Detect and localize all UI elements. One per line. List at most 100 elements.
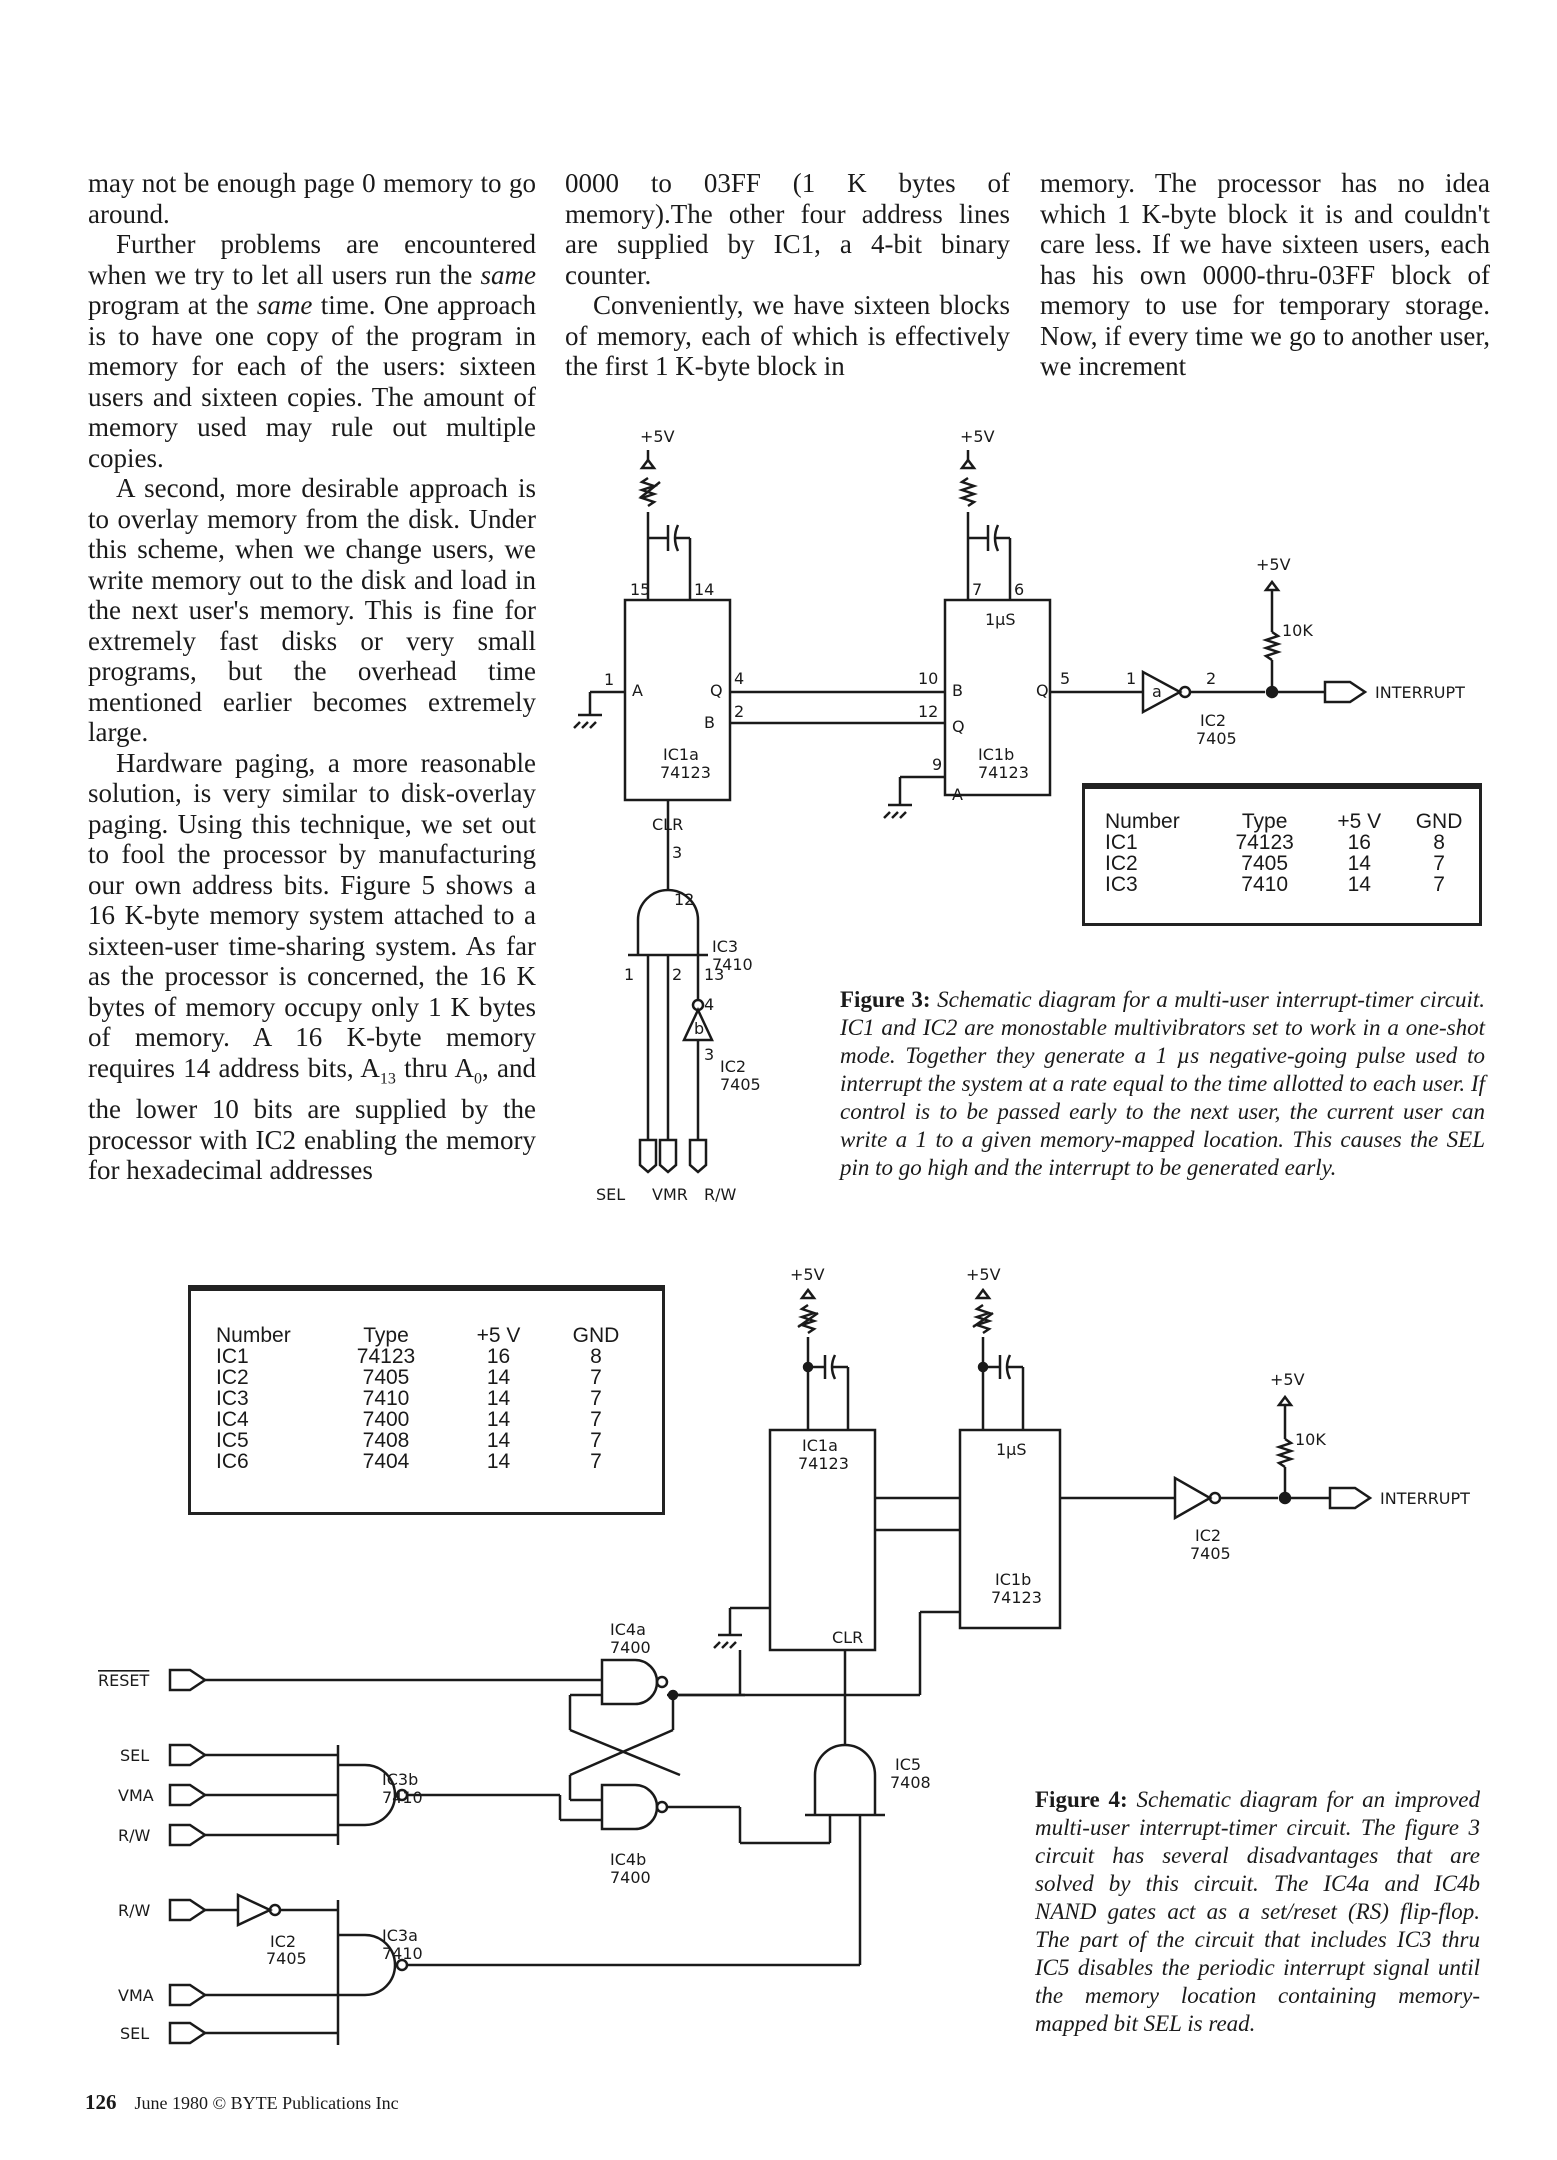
fig4-cell: 14 <box>486 1429 511 1452</box>
fig4-interrupt: INTERRUPT <box>1380 1489 1470 1508</box>
fig4-ic1b-type: 74123 <box>991 1588 1042 1607</box>
fig3-ic1a-b: B <box>704 713 715 732</box>
fig3-gate-in-1: 1 <box>1126 669 1136 688</box>
fig3-pin-15: 15 <box>630 580 650 599</box>
fig4-ic3a-label: IC3a <box>382 1926 418 1945</box>
fig3-ic1b-qbar: Q <box>952 717 965 736</box>
fig3-pin-7: 7 <box>972 580 982 599</box>
fig3-ic1a-q: Q <box>710 681 723 700</box>
fig4-cell: 14 <box>486 1450 511 1473</box>
fig4-ic4b-label: IC4b <box>610 1850 646 1869</box>
fig4-th-5v: +5 V <box>476 1324 521 1347</box>
fig3-vcc-2: +5V <box>960 427 995 446</box>
fig3-ic1a-label: IC1a <box>663 745 699 764</box>
fig4-cell: 14 <box>486 1387 511 1410</box>
fig4-reset: RESET <box>98 1671 149 1690</box>
fig4-th-number: Number <box>216 1324 291 1347</box>
fig4-cell: IC1 <box>216 1345 249 1368</box>
fig4-sel-2: SEL <box>120 2024 149 2043</box>
figure-4-schematic: +5V +5V +5V 10K INTERRUPT 1µS IC1a 74123… <box>98 1265 1470 2045</box>
fig3-vcc-1: +5V <box>640 427 675 446</box>
fig4-cell: IC2 <box>216 1366 249 1389</box>
fig4-ic2-label-a: IC2 <box>1195 1526 1221 1545</box>
fig4-cell: 14 <box>486 1408 511 1431</box>
fig3-ic3-label: IC3 <box>712 937 738 956</box>
fig3-pin-5: 5 <box>1060 669 1070 688</box>
fig3-ic2-type-b: 7405 <box>1196 729 1237 748</box>
fig3-ic3-type: 7410 <box>712 955 753 974</box>
fig4-cell: 7410 <box>362 1387 410 1410</box>
fig3-ic1b-q: Q <box>1036 681 1049 700</box>
fig4-clr: CLR <box>832 1628 863 1647</box>
fig3-caption-label: Figure 3: <box>840 987 931 1012</box>
fig3-cell: 74123 <box>1235 831 1294 854</box>
fig3-cell: 16 <box>1347 831 1371 854</box>
fig3-gate-a: a <box>1152 682 1162 701</box>
fig3-th-5v: +5 V <box>1337 810 1382 833</box>
fig3-pin-3: 3 <box>672 843 682 862</box>
fig4-cell: 16 <box>486 1345 511 1368</box>
column-1: may not be enough page 0 memory to go ar… <box>88 168 536 1186</box>
figure-3-schematic: +5V +5V +5V 15 14 1 A Q 4 B 2 IC1a 74123… <box>573 427 1465 1204</box>
fig3-interrupt: INTERRUPT <box>1375 683 1465 702</box>
figure-3-caption: Figure 3: Schematic diagram for a multi-… <box>840 986 1485 1182</box>
fig4-ic4a-label: IC4a <box>610 1620 646 1639</box>
fig4-ic5-type: 7408 <box>890 1773 931 1792</box>
fig4-th-type: Type <box>363 1324 409 1347</box>
fig3-1us: 1µS <box>985 610 1016 629</box>
fig3-10k: 10K <box>1282 621 1313 640</box>
fig3-pin-12b: 12 <box>918 702 938 721</box>
fig4-cell: 7 <box>590 1429 602 1452</box>
fig4-cell: IC3 <box>216 1387 249 1410</box>
fig4-rw-2: R/W <box>118 1901 151 1920</box>
fig3-clr: CLR <box>652 815 683 834</box>
fig3-ic1b-type: 74123 <box>978 763 1029 782</box>
column-3: memory. The processor has no idea which … <box>1040 168 1490 382</box>
col3-paragraph-1: memory. The processor has no idea which … <box>1040 168 1490 381</box>
fig3-ic2-label-b: IC2 <box>1200 711 1226 730</box>
fig4-cell: 7408 <box>362 1429 410 1452</box>
fig3-ic1b-a: A <box>952 785 963 804</box>
fig3-ic1b-label: IC1b <box>978 745 1014 764</box>
footer-text: June 1980 © BYTE Publications Inc <box>134 2093 399 2113</box>
fig4-cell: 7 <box>590 1366 602 1389</box>
fig3-th-number: Number <box>1105 810 1180 833</box>
fig3-ic1b-b: B <box>952 681 963 700</box>
fig4-cell: 7405 <box>362 1366 410 1389</box>
fig3-in-2: 2 <box>672 965 682 984</box>
fig4-ic3a-type: 7410 <box>382 1944 423 1963</box>
col2-paragraph-2: Conveniently, we have sixteen blocks of … <box>565 290 1010 381</box>
fig3-pin-9: 9 <box>932 755 942 774</box>
fig4-ic1b-label: IC1b <box>995 1570 1031 1589</box>
fig3-in-13: 13 <box>704 965 724 984</box>
fig4-ic3b-label: IC3b <box>382 1770 418 1789</box>
fig3-cell: IC2 <box>1105 852 1138 875</box>
fig4-1us: 1µS <box>996 1440 1027 1459</box>
fig4-cell: 7 <box>590 1408 602 1431</box>
col1-paragraph-4: Hardware paging, a more reasonable solut… <box>88 747 536 1186</box>
fig3-cell: 7405 <box>1241 852 1288 875</box>
fig3-ic2-label-a: IC2 <box>720 1057 746 1076</box>
fig4-ic3b-type: 7410 <box>382 1788 423 1807</box>
fig3-ic1a-a: A <box>632 681 643 700</box>
fig3-cell: 7 <box>1433 852 1445 875</box>
fig4-cell: 7404 <box>362 1450 410 1473</box>
fig3-cell: 8 <box>1433 831 1445 854</box>
fig4-caption-text: Schematic diagram for an improved multi-… <box>1035 1787 1480 2036</box>
col1-paragraph-3: A second, more desirable approach is to … <box>88 473 536 747</box>
ic1a-box <box>623 598 732 802</box>
fig3-pin-12: 12 <box>674 890 694 909</box>
col1-paragraph-1: may not be enough page 0 memory to go ar… <box>88 168 536 229</box>
fig3-vmr: VMR <box>652 1185 688 1204</box>
fig4-vma-1: VMA <box>118 1786 154 1805</box>
fig3-pin-2: 2 <box>734 702 744 721</box>
fig4-rw-1: R/W <box>118 1826 151 1845</box>
page-number: 126 <box>85 2090 117 2114</box>
fig4-th-gnd: GND <box>572 1324 620 1347</box>
fig4-cell: IC5 <box>216 1429 249 1452</box>
column-2: 0000 to 03FF (1 K bytes of memory).The o… <box>565 168 1010 382</box>
fig4-ic2-type-a: 7405 <box>1190 1544 1231 1563</box>
fig3-cell: 7410 <box>1241 873 1288 896</box>
fig3-cell: IC3 <box>1105 873 1138 896</box>
